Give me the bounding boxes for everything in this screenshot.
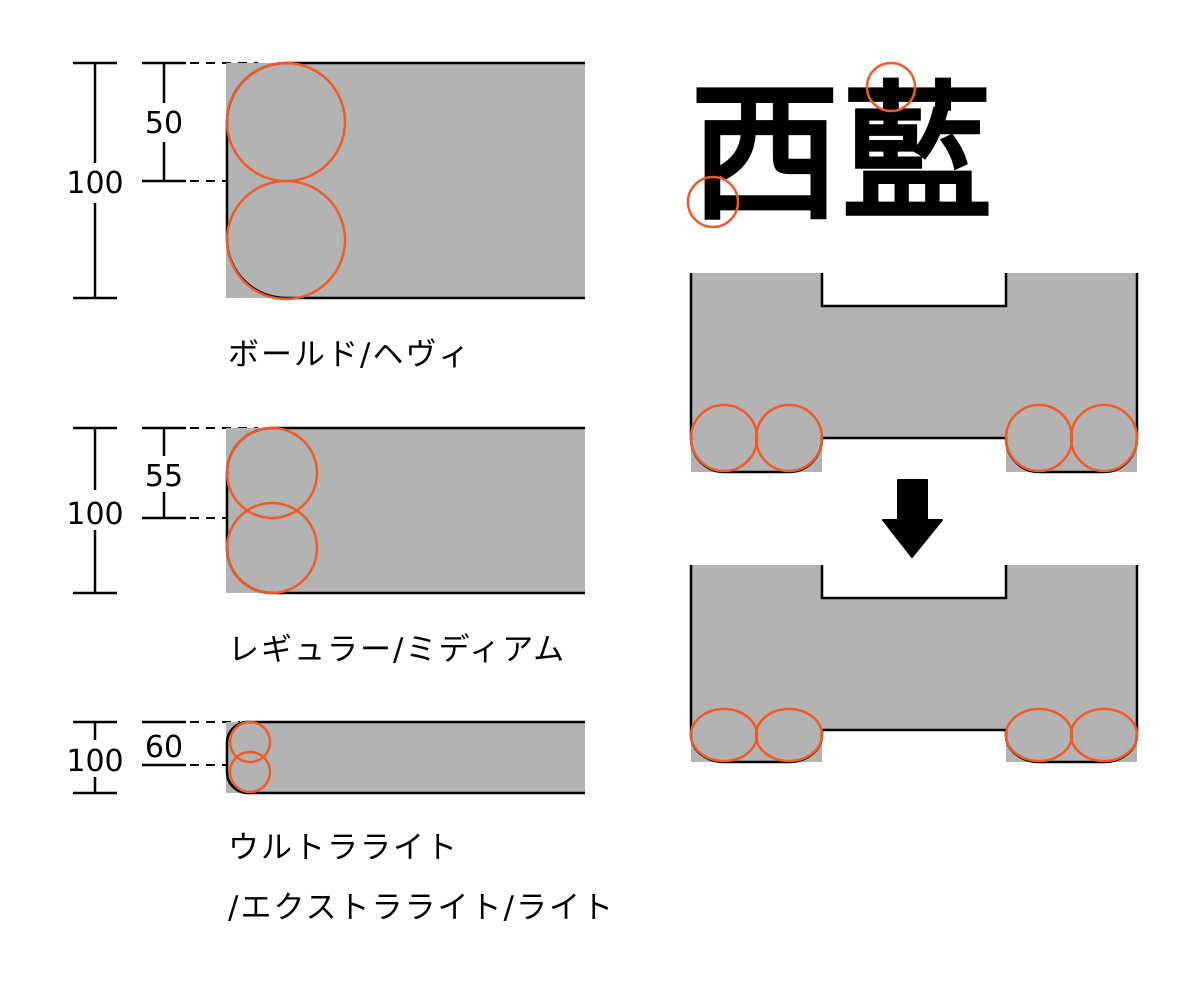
total-label: 100 bbox=[66, 497, 123, 532]
notch-outline bbox=[820, 565, 1008, 600]
part-dimension bbox=[142, 61, 186, 183]
down-arrow-icon bbox=[882, 479, 943, 558]
corner-circle bbox=[1069, 403, 1139, 473]
part-dimension bbox=[142, 426, 186, 520]
corner-circle bbox=[228, 750, 272, 794]
corner-circle bbox=[225, 501, 319, 595]
corner-circle bbox=[225, 426, 319, 520]
total-dimension bbox=[73, 61, 117, 300]
shape-fill bbox=[691, 565, 1137, 762]
notch-outline bbox=[820, 273, 1008, 308]
total-dimension bbox=[73, 720, 117, 795]
weight-label: レギュラー/ミディアム bbox=[228, 632, 566, 668]
part-label: 55 bbox=[145, 459, 183, 494]
part-label: 60 bbox=[145, 730, 183, 765]
highlight-circle bbox=[686, 175, 740, 229]
total-label: 100 bbox=[66, 166, 123, 201]
weight-block-bold: 100 50 ボールド/ヘヴィ bbox=[66, 61, 585, 373]
kanji-samples: 西 藍 bbox=[686, 61, 992, 242]
stroke-fill bbox=[226, 722, 585, 793]
total-label: 100 bbox=[66, 744, 123, 779]
highlight-circle bbox=[865, 61, 917, 113]
corner-circle bbox=[228, 720, 272, 764]
weight-label: ボールド/ヘヴィ bbox=[228, 337, 471, 373]
kanji-sample-second: 藍 bbox=[842, 68, 992, 242]
part-dimension bbox=[142, 720, 186, 767]
guide-dashes bbox=[190, 721, 240, 766]
shape-fill bbox=[691, 273, 1137, 472]
stroke-fill bbox=[226, 428, 585, 593]
total-dimension bbox=[73, 426, 117, 595]
weight-block-ultralight: 100 60 ウルトラライト /エクストラライト/ライト bbox=[66, 720, 615, 926]
weight-label-line1: ウルトラライト bbox=[228, 830, 459, 866]
shape-before bbox=[689, 273, 1139, 474]
weight-label-line2: /エクストラライト/ライト bbox=[228, 890, 615, 926]
kanji-sample-first: 西 bbox=[690, 68, 840, 242]
corner-ellipse bbox=[754, 707, 824, 763]
corner-ellipse bbox=[1069, 707, 1139, 763]
corner-circle bbox=[225, 179, 347, 301]
weight-block-regular: 100 55 レギュラー/ミディアム bbox=[66, 426, 585, 668]
corner-circle bbox=[754, 403, 824, 473]
part-label: 50 bbox=[145, 106, 183, 141]
shape-after bbox=[689, 565, 1139, 764]
